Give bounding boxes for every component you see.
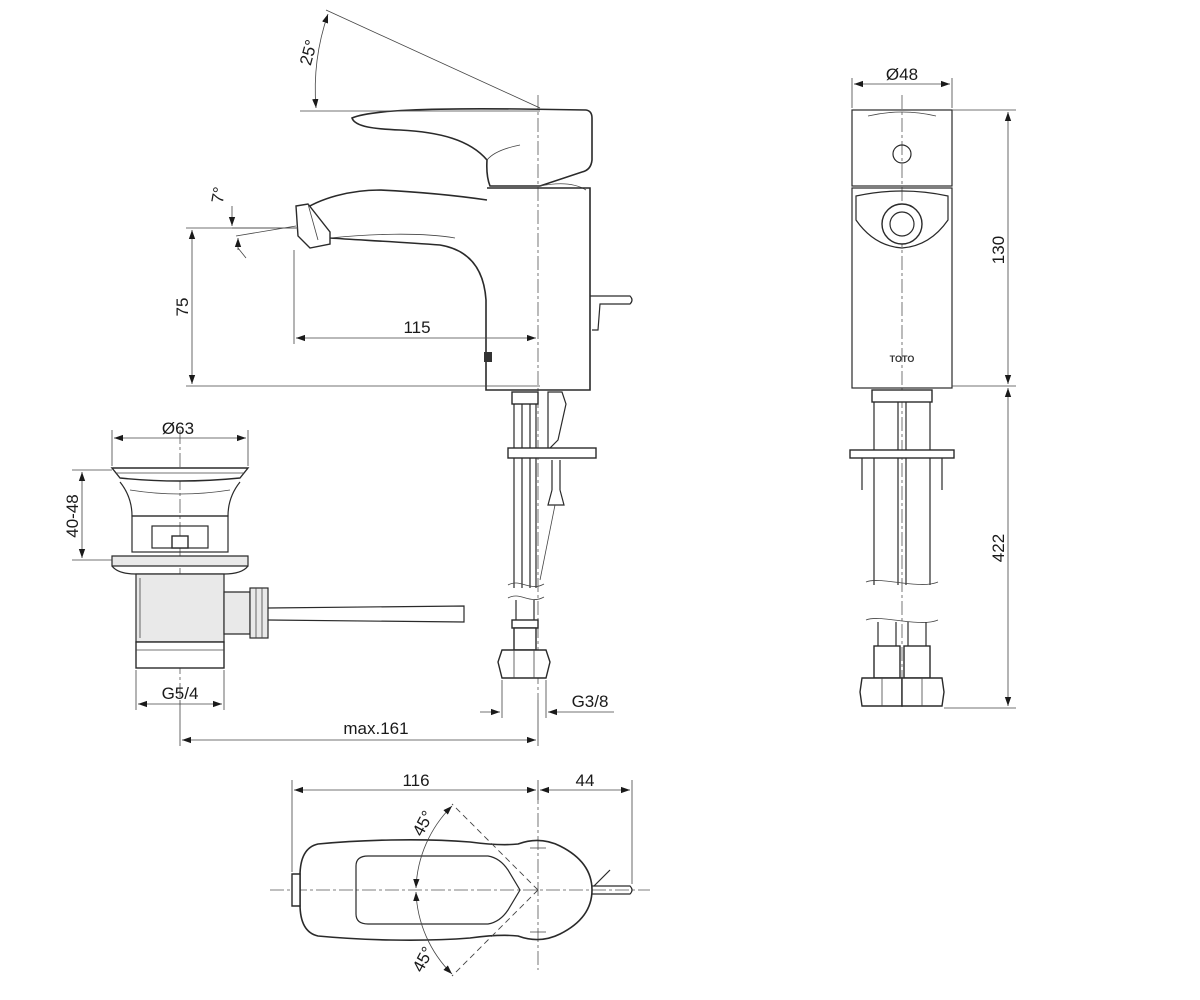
lever-angle-line bbox=[325, 9, 541, 109]
drain-plug-clip bbox=[171, 535, 189, 549]
drain-range-text: 40-48 bbox=[63, 494, 82, 537]
lever-detail bbox=[486, 144, 521, 161]
top-offset-text: 44 bbox=[576, 771, 595, 790]
drain-body bbox=[135, 573, 225, 643]
spout-angle-tail bbox=[237, 247, 247, 259]
body-diameter-text: Ø48 bbox=[886, 65, 918, 84]
dim-spout-reach: 115 bbox=[293, 250, 536, 344]
lever-angle-text: 25° bbox=[296, 38, 321, 68]
side-view bbox=[295, 95, 633, 700]
dim-drain-diameter: Ø63 bbox=[111, 419, 249, 466]
threaded-rod bbox=[547, 460, 565, 506]
hose-length-text: 422 bbox=[989, 534, 1008, 562]
top-lever-recess bbox=[355, 855, 521, 925]
hose-ferrule bbox=[513, 627, 537, 651]
front-break-lower bbox=[865, 618, 939, 623]
top-popup-link bbox=[593, 869, 611, 887]
rotation-line-lower bbox=[451, 889, 539, 977]
drain-thread-text: G5/4 bbox=[162, 684, 199, 703]
drain-outlet-nut bbox=[249, 587, 269, 639]
top-lever-outline bbox=[299, 839, 593, 941]
rod-extension bbox=[539, 504, 556, 581]
top-popup-rod bbox=[592, 885, 633, 895]
spout-reach-text: 115 bbox=[403, 318, 430, 337]
lever-collar bbox=[539, 183, 587, 191]
side-logo-mark bbox=[484, 352, 492, 362]
dim-connection-thread: G3/8 bbox=[480, 680, 614, 718]
front-mounting-studs bbox=[861, 458, 943, 490]
rotation-upper-text: 45° bbox=[409, 808, 438, 840]
popup-rod bbox=[590, 295, 633, 331]
front-aerator-outer bbox=[881, 203, 923, 245]
spout-angle-line bbox=[235, 225, 297, 237]
dim-spout-height: 75 bbox=[173, 227, 540, 387]
front-indicator-dot bbox=[892, 144, 912, 164]
dim-top-offset: 44 bbox=[540, 771, 633, 884]
dim-max-length: max.161 bbox=[179, 700, 539, 746]
dim-top-length: 116 bbox=[291, 771, 539, 872]
drain-funnel-curve bbox=[129, 489, 231, 495]
dim-body-diameter: Ø48 bbox=[851, 65, 953, 108]
front-spout-recess bbox=[855, 190, 949, 249]
threaded-stud bbox=[547, 391, 567, 452]
dim-hose-length: 422 bbox=[944, 388, 1016, 709]
front-nut-left bbox=[859, 677, 903, 707]
dim-spout-angle: 7° bbox=[208, 185, 297, 259]
mounting-plate bbox=[507, 447, 597, 459]
front-view: TOTO bbox=[849, 95, 955, 710]
front-nut-right bbox=[901, 677, 945, 707]
dim-drain-range: 40-48 bbox=[63, 469, 112, 561]
drain-plug-housing bbox=[131, 515, 229, 553]
front-hose-collar bbox=[871, 389, 933, 403]
dim-lever-angle: 25° bbox=[296, 9, 541, 112]
lever-handle bbox=[351, 107, 593, 187]
connection-thread-text: G3/8 bbox=[572, 692, 609, 711]
faucet-body bbox=[299, 187, 591, 391]
dim-drain-thread: G5/4 bbox=[135, 670, 225, 710]
front-break-upper bbox=[865, 580, 939, 585]
spout-underline bbox=[329, 233, 456, 239]
front-ferrule-right bbox=[903, 645, 931, 679]
aerator-detail bbox=[307, 203, 319, 241]
top-length-text: 116 bbox=[402, 771, 429, 790]
max-length-text: max.161 bbox=[343, 719, 408, 738]
brand-logo: TOTO bbox=[890, 354, 915, 364]
hose-collar bbox=[511, 391, 539, 405]
spout-height-text: 75 bbox=[173, 298, 192, 317]
spout-aerator bbox=[295, 203, 331, 249]
break-mark-lower bbox=[507, 595, 545, 600]
front-mounting-plate bbox=[849, 449, 955, 459]
rotation-arc-lower bbox=[413, 891, 453, 975]
body-height-text: 130 bbox=[989, 236, 1008, 264]
drain-diameter-text: Ø63 bbox=[162, 419, 194, 438]
drain-cap bbox=[110, 467, 250, 482]
rotation-lower-text: 45° bbox=[409, 944, 438, 976]
top-body-marks bbox=[530, 847, 546, 933]
front-aerator-inner bbox=[889, 211, 915, 237]
dim-body-height: 130 bbox=[952, 109, 1016, 387]
drain-flange bbox=[111, 555, 249, 567]
spout-angle-text: 7° bbox=[208, 185, 230, 204]
front-lever-top-curve bbox=[867, 111, 937, 117]
top-spout-tip bbox=[291, 873, 301, 907]
break-mark-upper bbox=[507, 582, 545, 587]
drain-thread bbox=[135, 641, 225, 669]
rotation-arc-upper bbox=[413, 805, 453, 889]
drain-outlet bbox=[223, 591, 251, 635]
front-ferrule-left bbox=[873, 645, 901, 679]
lever-angle-arc bbox=[312, 13, 329, 109]
drain-pull-rod bbox=[267, 605, 465, 623]
front-body bbox=[851, 187, 953, 389]
drain-assembly bbox=[110, 430, 465, 700]
rotation-line-upper bbox=[451, 803, 539, 891]
top-view: 45° 45° bbox=[270, 790, 650, 977]
hex-nut bbox=[497, 649, 551, 679]
hose-ferrule-top bbox=[511, 619, 539, 629]
front-lever-cap bbox=[851, 109, 953, 187]
